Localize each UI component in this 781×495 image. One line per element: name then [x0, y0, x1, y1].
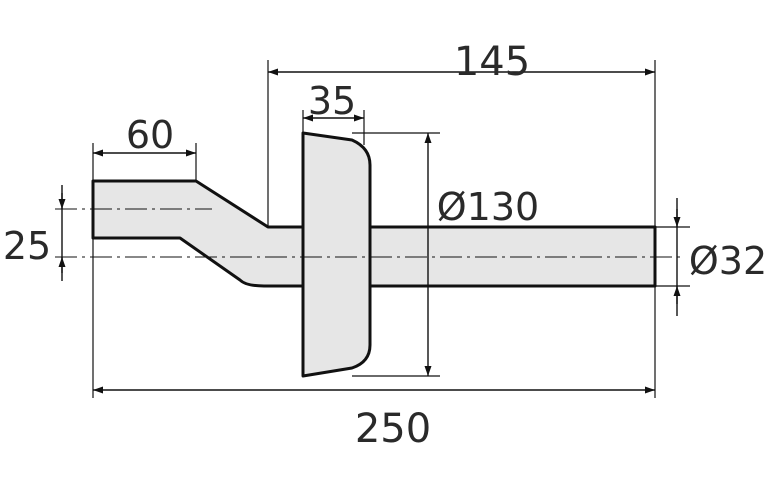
- label-diameter-32: Ø32: [689, 239, 767, 283]
- label-25: 25: [3, 224, 51, 268]
- flange-collar: [301, 131, 372, 378]
- label-diameter-130: Ø130: [437, 185, 539, 229]
- offset-pipe-body: [91, 179, 657, 288]
- label-60: 60: [126, 113, 174, 157]
- label-35: 35: [308, 79, 356, 123]
- label-250: 250: [355, 406, 431, 452]
- label-145: 145: [454, 39, 530, 85]
